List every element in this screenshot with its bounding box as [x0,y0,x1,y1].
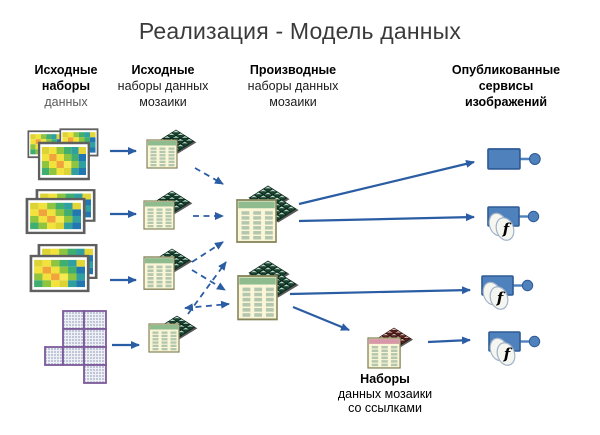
service-1 [486,147,542,171]
mosaic-table-icon [149,324,179,352]
header-line: Опубликованные [451,63,561,77]
tile [83,310,107,330]
raster-thumbnail [31,256,88,291]
tile [44,346,64,366]
source-mosaic-3 [144,249,192,289]
arrow-derived2-to-service3 [289,286,471,296]
mosaic-table-icon [144,257,174,289]
tiled-raster-group [44,310,107,384]
header-line: Производные [249,63,337,77]
referenced-mosaic-label: Наборы данных мозаики со ссылками [338,372,432,416]
derived-mosaic-1 [237,186,299,242]
referenced-mosaic [368,328,413,368]
raster-thumbnail [27,199,84,233]
arrow-derived1-to-service2 [298,213,475,223]
tile [62,310,85,330]
label-line: Наборы [360,372,410,386]
header-line: сервисы [478,79,534,93]
column-header-source-mosaics: Исходные наборы данных мозаики [118,62,209,110]
label-line: данных мозаики [337,386,433,401]
tile [83,328,107,348]
header-line: наборы данных [117,79,209,93]
derived-mosaic-2 [238,261,299,319]
service-2-function [485,205,540,244]
source-mosaic-1 [147,130,196,168]
dashed-arrow-mosaic3-to-derived1 [191,241,224,263]
raster-thumbnail [39,143,89,179]
column-header-published-services: Опубликованные сервисы изображений [452,62,560,110]
arrow-referenced-mosaic-to-service4 [427,336,471,345]
header-line: наборы данных [247,79,339,93]
raster-group-2 [27,190,94,233]
dashed-arrow-mosaic1-to-derived1 [194,167,224,185]
header-line: данных [44,95,88,109]
column-header-source-rasters: Исходные наборы данных [35,62,98,110]
mosaic-table-icon [147,140,177,168]
flow-arrows [110,147,475,349]
column-header-derived-mosaics: Производные наборы данных мозаики [248,62,339,110]
tile [83,364,107,384]
raster-group-1 [28,129,97,179]
mosaic-table-icon [368,338,400,368]
arrow-derived1-to-service1 [298,159,475,206]
source-mosaic-4 [149,316,197,352]
source-mosaic-2 [144,191,192,229]
raster-group-3 [31,245,96,291]
header-line: мозаики [139,95,187,109]
header-line: Исходные [34,63,98,77]
header-line: мозаики [269,95,317,109]
header-line: изображений [464,95,548,109]
tile [83,346,107,366]
header-line: наборы [41,79,91,93]
tile [62,328,85,348]
mosaic-table-icon [144,201,174,229]
image-service-icon [486,147,542,171]
dashed-arrow-mosaic4-derived2-bidirectional [184,300,230,312]
mosaic-table-icon [238,276,277,319]
tile [62,346,85,366]
mosaic-table-icon [237,200,276,242]
label-line: со ссылками [348,401,422,415]
page-title: Реализация - Модель данных [138,18,462,44]
dashed-arrow-mosaic3-to-derived2 [191,269,226,291]
service-3-function [479,274,534,313]
arrow-derived2-to-referenced-mosaic [292,305,350,332]
service-4-function [486,330,541,369]
header-line: Исходные [131,63,195,77]
